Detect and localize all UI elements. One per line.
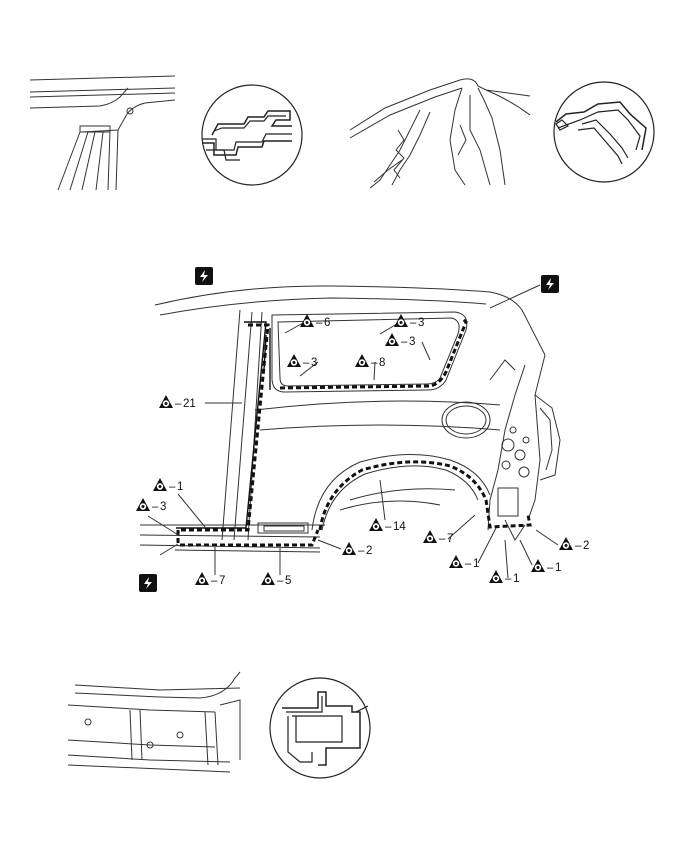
vehicle-body-side-outline [139, 285, 561, 553]
svg-text:5: 5 [285, 575, 291, 587]
triangle-weld-point-icon [136, 498, 150, 511]
svg-text:1: 1 [473, 558, 479, 570]
svg-text:–: – [465, 558, 472, 570]
detail-circle-section-2 [553, 81, 655, 183]
svg-text:1: 1 [177, 481, 183, 493]
triangle-weld-point-icon [355, 354, 369, 367]
triangle-weld-point-icon [287, 354, 301, 367]
svg-text:–: – [152, 501, 159, 513]
callout-7-center: – 7 [423, 530, 453, 545]
callout-5: – 5 [261, 572, 291, 587]
callout-1-right-c: – 1 [531, 559, 561, 574]
callout-3-window-lower: – 3 [287, 354, 317, 369]
callout-2-center: – 2 [342, 542, 372, 557]
svg-text:21: 21 [183, 398, 196, 410]
svg-text:–: – [277, 575, 284, 587]
callout-6: – 6 [300, 314, 330, 329]
callout-21: – 21 [159, 395, 196, 410]
svg-text:–: – [439, 533, 446, 545]
callout-3-top-right: – 3 [394, 314, 424, 329]
triangle-weld-point-icon [195, 572, 209, 585]
callout-3-right: – 3 [385, 333, 415, 348]
svg-text:7: 7 [219, 575, 225, 587]
detail-circle-section-3 [269, 677, 371, 779]
callout-2-right: – 2 [559, 537, 589, 552]
triangle-weld-point-icon [449, 555, 463, 568]
weld-symbol-icon [195, 267, 213, 285]
triangle-weld-point-icon [261, 572, 275, 585]
svg-text:–: – [401, 336, 408, 348]
detail-c-pillar-view [349, 78, 531, 189]
triangle-weld-point-icon [559, 537, 573, 550]
svg-text:3: 3 [409, 336, 415, 348]
callout-1-right-b: – 1 [489, 570, 519, 585]
triangle-weld-point-icon [159, 395, 173, 408]
callout-7-bottom: – 7 [195, 572, 225, 587]
detail-rocker-view [67, 671, 241, 773]
svg-text:2: 2 [583, 540, 589, 552]
callout-1-left: – 1 [153, 478, 183, 493]
svg-text:3: 3 [418, 317, 424, 329]
svg-text:–: – [575, 540, 582, 552]
svg-text:–: – [547, 562, 554, 574]
svg-text:7: 7 [447, 533, 453, 545]
triangle-weld-point-icon [423, 530, 437, 543]
detail-circle-section-1 [201, 84, 303, 186]
svg-text:1: 1 [555, 562, 561, 574]
weld-symbol-icon [139, 574, 157, 592]
weld-symbol-icon [541, 275, 559, 293]
leader-lines [147, 284, 559, 579]
svg-text:14: 14 [393, 521, 406, 533]
svg-text:3: 3 [160, 501, 166, 513]
svg-text:–: – [371, 357, 378, 369]
svg-text:–: – [358, 545, 365, 557]
svg-text:–: – [175, 398, 182, 410]
svg-text:–: – [505, 573, 512, 585]
svg-text:6: 6 [324, 317, 330, 329]
triangle-weld-point-icon [369, 518, 383, 531]
triangle-weld-point-icon [153, 478, 167, 491]
triangle-weld-point-icon [385, 333, 399, 346]
triangle-weld-point-icon [394, 314, 408, 327]
triangle-weld-point-icon [489, 570, 503, 583]
triangle-weld-point-icon [531, 559, 545, 572]
svg-text:8: 8 [379, 357, 385, 369]
svg-text:–: – [211, 575, 218, 587]
svg-text:3: 3 [311, 357, 317, 369]
callout-8: – 8 [355, 354, 385, 369]
svg-text:1: 1 [513, 573, 519, 585]
svg-text:2: 2 [366, 545, 372, 557]
callout-1-right-a: – 1 [449, 555, 479, 570]
svg-text:–: – [385, 521, 392, 533]
callout-3-left: – 3 [136, 498, 166, 513]
svg-text:–: – [169, 481, 176, 493]
svg-text:–: – [410, 317, 417, 329]
cut-line-solid [176, 321, 271, 529]
triangle-weld-point-icon [300, 314, 314, 327]
svg-text:–: – [316, 317, 323, 329]
triangle-weld-point-icon [342, 542, 356, 555]
detail-roof-pillar-view [29, 75, 176, 191]
callout-14: – 14 [369, 518, 406, 533]
svg-text:–: – [303, 357, 310, 369]
